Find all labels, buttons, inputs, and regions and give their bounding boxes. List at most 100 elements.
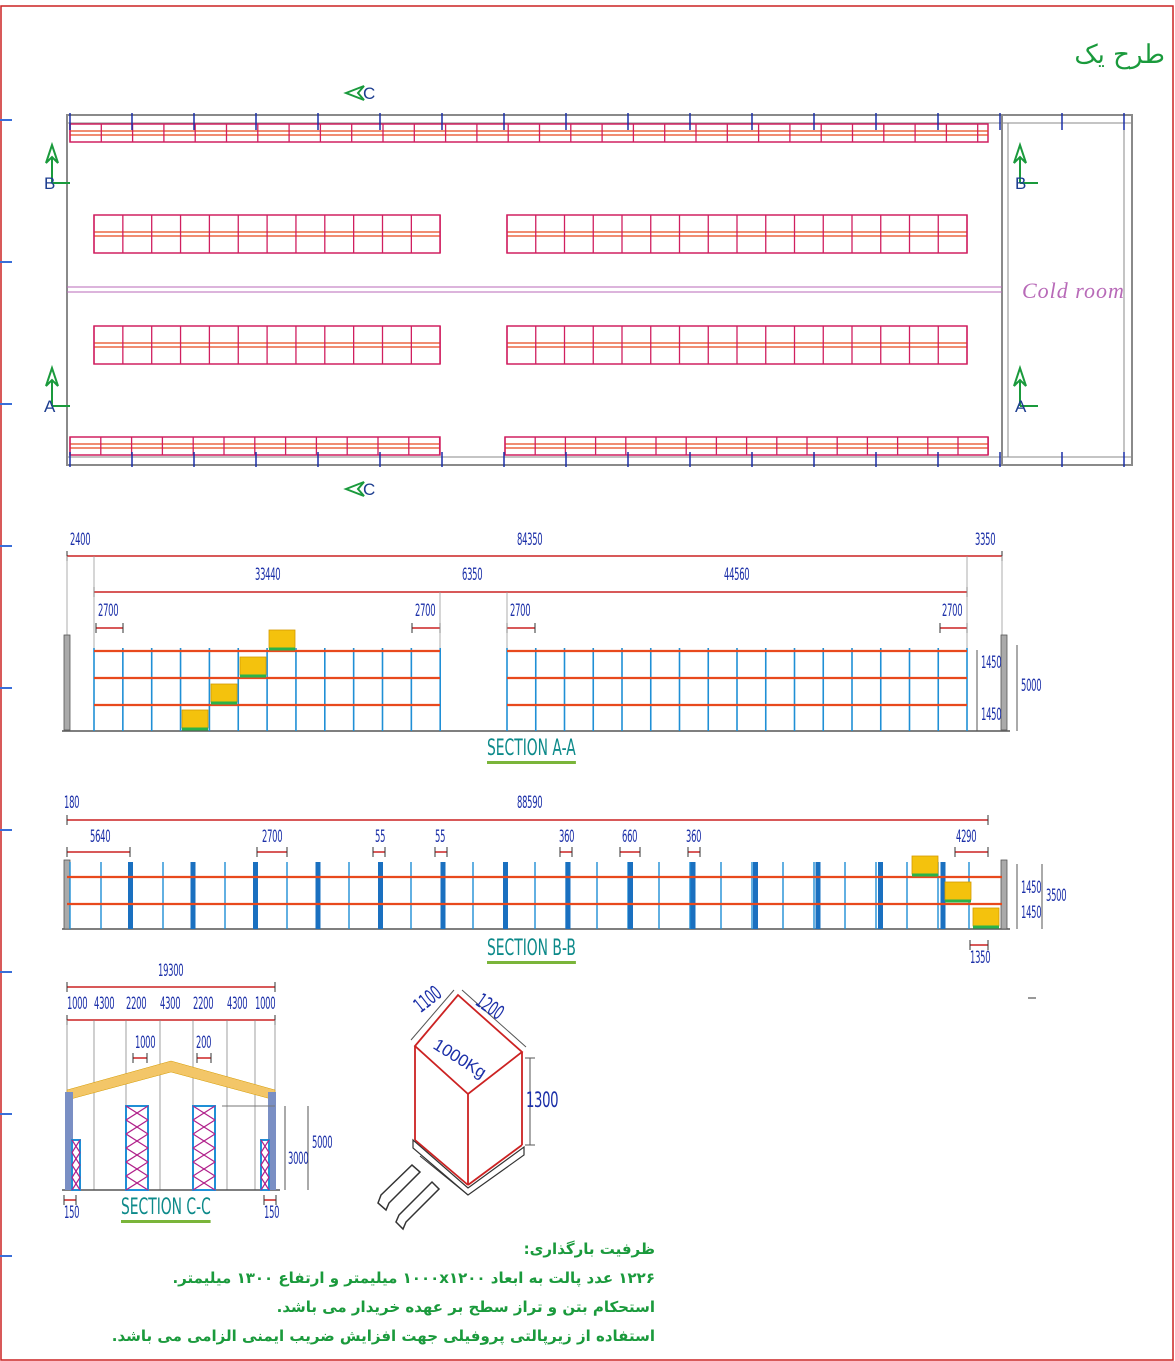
bb-wall-left <box>63 859 71 930</box>
dim-cc-foot-right: 150 <box>264 1203 280 1223</box>
drawing-title: طرح یک <box>1074 40 1165 70</box>
dim-aa-seg1: 33440 <box>255 565 281 585</box>
bb-pallet-2 <box>944 881 972 901</box>
cc-rack-2-brace-b <box>125 1133 149 1149</box>
cc-rack-1-brace-b <box>71 1152 81 1166</box>
dim-aa-gap: 6350 <box>462 565 483 585</box>
dim-aa-right: 3350 <box>975 530 996 550</box>
bb-column <box>503 862 508 929</box>
dim-bb-bay: 2700 <box>262 827 283 847</box>
cc-rack-4-brace-b <box>260 1139 270 1153</box>
bb-pallet-1 <box>911 855 939 875</box>
dim-aa-bay1: 2700 <box>98 601 119 621</box>
aa-wall-right <box>1000 634 1008 731</box>
building-outline <box>66 114 1133 466</box>
dim-bb-level2: 1450 <box>1021 903 1042 923</box>
dim-aa-level-top: 1450 <box>981 653 1002 673</box>
cc-rack-3-brace-b <box>192 1119 216 1135</box>
dim-bb-first: 5640 <box>90 827 111 847</box>
dim-bb-c3: 360 <box>686 827 702 847</box>
cc-rack-2-brace-b <box>125 1175 149 1191</box>
cc-rack-4-brace-b <box>260 1152 270 1166</box>
dim-bb-gap2: 55 <box>435 827 446 847</box>
aa-pallet-3 <box>239 656 267 676</box>
cc-rack-4-brace-b <box>260 1164 270 1178</box>
section-aa-label: SECTION A-A <box>487 738 576 764</box>
bb-column <box>690 862 696 929</box>
dim-cc-part-7: 1000 <box>255 994 276 1014</box>
dim-cc-part-4: 4300 <box>160 994 181 1014</box>
cc-rack-3-brace-b <box>192 1161 216 1177</box>
notes-line-2: استحکام بتن و تراز سطح بر عهده خریدار می… <box>276 1298 655 1316</box>
dim-bb-c2: 660 <box>622 827 638 847</box>
dim-cc-part-1: 1000 <box>67 994 88 1014</box>
bb-wall-right <box>1000 859 1008 930</box>
loading-notes: ظرفیت بارگذاری: ۱۲۲۶ عدد پالت به ابعاد ۱… <box>112 1235 655 1351</box>
dim-aa-seg2: 44560 <box>724 565 750 585</box>
pallet-w-dim <box>410 989 455 1041</box>
bb-column <box>940 862 946 929</box>
cc-roof <box>66 1060 276 1101</box>
dim-cc-part-2: 4300 <box>94 994 115 1014</box>
cc-rack-4-brace-b <box>260 1177 270 1191</box>
bb-column <box>753 862 758 929</box>
dim-cc-h-side: 3000 <box>288 1149 309 1169</box>
arrow-c-bottom <box>343 481 365 497</box>
cc-rack-4-frame <box>260 1139 270 1191</box>
section-marker-b-right: B <box>1015 174 1027 193</box>
aa-pallet-4 <box>268 629 296 649</box>
dim-aa-height: 5000 <box>1021 676 1042 696</box>
dim-aa-total: 84350 <box>517 530 543 550</box>
dim-bb-last: 1350 <box>970 948 991 968</box>
dim-aa-level-bottom: 1450 <box>981 705 1002 725</box>
cold-room-label: Cold room <box>1022 278 1125 303</box>
arrow-a-right <box>1013 364 1038 407</box>
dim-aa-bay2: 2700 <box>415 601 436 621</box>
cc-rack-2-brace-b <box>125 1147 149 1163</box>
arrow-b-left <box>45 141 70 184</box>
bb-column <box>190 862 196 929</box>
pallet-height: 1300 <box>526 1088 559 1112</box>
section-bb-label: SECTION B-B <box>487 938 576 964</box>
bb-column <box>128 862 133 929</box>
plan-rack-top-frame <box>69 123 989 143</box>
bb-column <box>440 862 446 929</box>
pallet-bottom-front <box>414 1139 469 1186</box>
cc-rack-3-brace-b <box>192 1175 216 1191</box>
cc-rack-2-brace-b <box>125 1161 149 1177</box>
cc-wall-right <box>268 1092 276 1190</box>
bb-column <box>565 862 571 929</box>
dim-cc-total: 19300 <box>158 961 184 981</box>
dim-aa-bay4: 2700 <box>942 601 963 621</box>
notes-heading: ظرفیت بارگذاری: <box>523 1240 655 1258</box>
cc-rack-3-brace-b <box>192 1147 216 1163</box>
arrow-a-left <box>45 364 70 407</box>
dim-bb-c1: 360 <box>559 827 575 847</box>
notes-line-3: استفاده از زیرپالتی پروفیلی جهت افزایش ض… <box>111 1327 655 1345</box>
section-marker-a-left: A <box>44 397 56 416</box>
pallet-base-slat <box>419 1155 469 1196</box>
bb-column <box>878 862 883 929</box>
cc-rack-3-brace-b <box>192 1133 216 1149</box>
cc-rack-2-brace-b <box>125 1105 149 1121</box>
dim-bb-height: 3500 <box>1046 886 1067 906</box>
cc-rack-2-brace-b <box>125 1119 149 1135</box>
bb-column <box>253 862 258 929</box>
cc-rack-1-brace-b <box>71 1139 81 1153</box>
dim-cc-part-5: 2200 <box>193 994 214 1014</box>
bb-column <box>815 862 821 929</box>
pallet-bottom-right <box>467 1144 523 1186</box>
arrow-b-right <box>1013 141 1038 184</box>
bb-pallet-3 <box>972 907 1000 927</box>
dim-cc-foot-left: 150 <box>64 1203 80 1223</box>
notes-line-1: ۱۲۲۶ عدد پالت به ابعاد ۱۰۰۰x۱۲۰۰ میلیمتر… <box>172 1269 655 1287</box>
aa-pallet-1 <box>181 709 209 729</box>
dim-cc-part-3: 2200 <box>126 994 147 1014</box>
dim-cc-inner-a: 1000 <box>135 1033 156 1053</box>
bb-column <box>378 862 383 929</box>
aa-pallet-2 <box>210 683 238 703</box>
fork-right <box>395 1180 441 1231</box>
dim-bb-total: 88590 <box>517 793 543 813</box>
